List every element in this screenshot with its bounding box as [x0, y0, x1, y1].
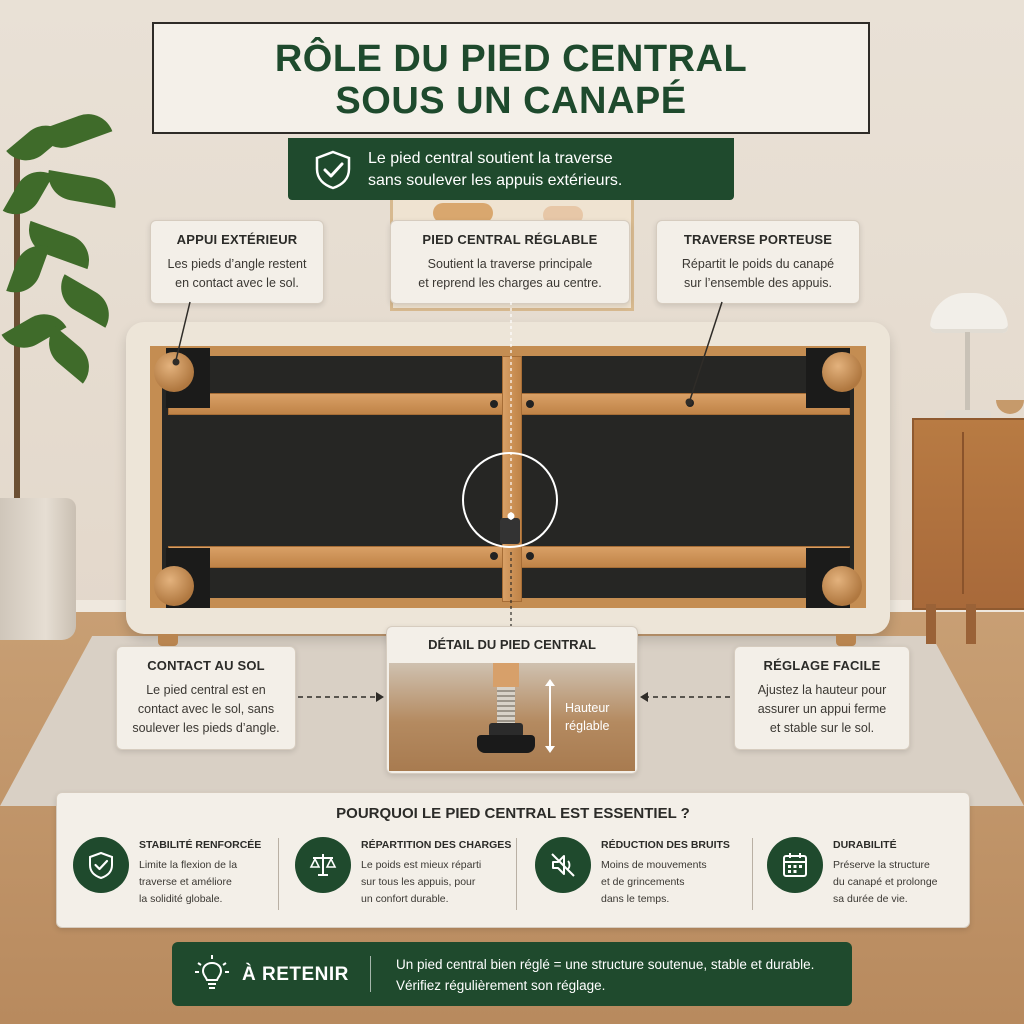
callout-text: Le pied central est en: [146, 683, 266, 697]
subtitle-bar: Le pied central soutient la traverse san…: [288, 138, 734, 200]
divider: [278, 838, 279, 910]
bowl: [996, 400, 1024, 414]
frame-rail-left: [150, 346, 162, 608]
subtitle-line-1: Le pied central soutient la traverse: [368, 150, 613, 167]
frame-rail-right: [854, 346, 866, 608]
callout-text: Répartit le poids du canapé: [681, 257, 835, 271]
callout-title: TRAVERSE PORTEUSE: [683, 232, 833, 247]
cabinet-leg: [926, 604, 936, 644]
callout-text: sur l’ensemble des appuis.: [684, 276, 832, 290]
detail-title: DÉTAIL DU PIED CENTRAL: [428, 637, 596, 652]
cabinet-leg: [966, 604, 976, 644]
why-item-title: STABILITÉ RENFORCÉE: [139, 839, 262, 851]
shield-check-icon: [315, 150, 351, 190]
callout-text: Les pieds d’angle restent: [167, 257, 307, 271]
height-arrow-icon: [545, 679, 555, 753]
title-box: RÔLE DU PIED CENTRAL SOUS UN CANAPÉ: [152, 22, 870, 134]
detail-image: Hauteur réglable: [389, 663, 635, 771]
why-title: POURQUOI LE PIED CENTRAL EST ESSENTIEL ?: [336, 805, 690, 822]
detail-box: DÉTAIL DU PIED CENTRAL Hauteur réglable: [386, 626, 638, 774]
retain-line-1: Un pied central bien réglé = une structu…: [396, 957, 815, 972]
divider: [516, 838, 517, 910]
callout-text: Ajustez la hauteur pour: [757, 683, 887, 697]
callout-title: APPUI EXTÉRIEUR: [176, 232, 298, 247]
lightbulb-icon: [195, 955, 229, 989]
callout-appui-exterieur: APPUI EXTÉRIEUR Les pieds d’angle resten…: [150, 220, 324, 304]
callout-text: Soutient la traverse principale: [427, 257, 593, 271]
retain-line-2: Vérifiez régulièrement son réglage.: [396, 978, 606, 993]
callout-pied-central: PIED CENTRAL RÉGLABLE Soutient la traver…: [390, 220, 630, 304]
frame-rail-top: [150, 346, 866, 356]
callout-text: contact avec le sol, sans: [137, 702, 275, 716]
callout-title: PIED CENTRAL RÉGLABLE: [422, 232, 598, 247]
why-box: POURQUOI LE PIED CENTRAL EST ESSENTIEL ?…: [56, 792, 970, 928]
calendar-icon: [783, 853, 807, 877]
callout-title: RÉGLAGE FACILE: [763, 658, 881, 673]
corner-foot: [154, 352, 194, 392]
balance-scale-icon: [309, 854, 337, 876]
why-item-title: RÉDUCTION DES BRUITS: [601, 839, 730, 851]
bolt: [490, 400, 498, 408]
title-line-2: SOUS UN CANAPÉ: [335, 80, 687, 122]
divider: [370, 956, 371, 992]
frame-rail-bottom: [150, 598, 866, 608]
callout-text: en contact avec le sol.: [175, 276, 299, 290]
bolt: [526, 552, 534, 560]
callout-contact-sol: CONTACT AU SOL Le pied central est en co…: [116, 646, 296, 750]
corner-foot: [822, 566, 862, 606]
muted-speaker-icon: [551, 853, 575, 877]
sofa-leg: [836, 634, 856, 646]
callout-text: assurer un appui ferme: [757, 702, 887, 716]
height-label-1: Hauteur: [565, 701, 610, 715]
shield-check-icon: [89, 851, 113, 879]
callout-traverse: TRAVERSE PORTEUSE Répartit le poids du c…: [656, 220, 860, 304]
why-item-title: DURABILITÉ: [833, 839, 897, 851]
height-label-2: réglable: [565, 719, 610, 733]
callout-title: CONTACT AU SOL: [147, 658, 265, 673]
corner-foot: [154, 566, 194, 606]
title-line-1: RÔLE DU PIED CENTRAL: [274, 38, 748, 80]
bolt: [526, 400, 534, 408]
detail-highlight-circle: [462, 452, 558, 548]
corner-foot: [822, 352, 862, 392]
sofa-leg: [158, 634, 178, 646]
bolt: [490, 552, 498, 560]
callout-text: et stable sur le sol.: [769, 721, 875, 735]
retain-label: À RETENIR: [242, 964, 349, 985]
retain-box: À RETENIR Un pied central bien réglé = u…: [172, 942, 852, 1006]
why-item-title: RÉPARTITION DES CHARGES: [361, 839, 512, 851]
callout-text: soulever les pieds d’angle.: [132, 721, 280, 735]
callout-text: et reprend les charges au centre.: [418, 276, 602, 290]
callout-reglage-facile: RÉGLAGE FACILE Ajustez la hauteur pour a…: [734, 646, 910, 750]
subtitle-line-2: sans soulever les appuis extérieurs.: [368, 172, 623, 189]
divider: [752, 838, 753, 910]
